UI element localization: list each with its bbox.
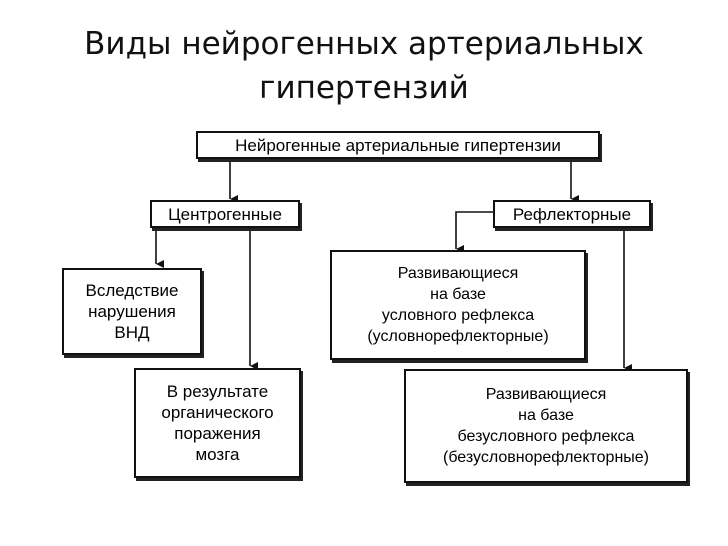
organic-line-4: мозга	[195, 445, 240, 464]
organic-line-3: поражения	[174, 424, 261, 443]
conditioned-line-4: (условнорефлекторные)	[367, 328, 549, 345]
unconditioned-line-2: на базе	[518, 407, 574, 424]
organic-lesion-box: В результате органического поражения моз…	[134, 368, 301, 478]
conditioned-line-3: условного рефлекса	[381, 307, 535, 324]
centrogenic-label: Центрогенные	[168, 204, 282, 224]
slide-title-line-1: Виды нейрогенных артериальных	[84, 26, 644, 62]
arrow-reflex-to-conditioned	[455, 211, 494, 253]
reflex-label: Рефлекторные	[512, 204, 632, 224]
unconditioned-line-4: (безусловнорефлекторные)	[442, 449, 649, 466]
conditioned-line-1: Развивающиеся	[397, 265, 519, 282]
conditioned-reflex-box: Развивающиеся на базе условного рефлекса…	[330, 250, 586, 360]
conditioned-line-2: на базе	[430, 286, 486, 303]
unconditioned-line-3: безусловного рефлекса	[457, 428, 635, 445]
organic-line-1: В результате	[166, 382, 269, 401]
unconditioned-reflex-box: Развивающиеся на базе безусловного рефле…	[404, 369, 688, 483]
vnd-line-3: ВНД	[114, 323, 150, 342]
centrogenic-box: Центрогенные	[150, 200, 300, 228]
vnd-box: Вследствие нарушения ВНД	[62, 268, 202, 355]
unconditioned-line-1: Развивающиеся	[485, 386, 607, 403]
vnd-line-2: нарушения	[88, 302, 176, 321]
reflex-box: Рефлекторные	[493, 200, 651, 228]
organic-line-2: органического	[161, 403, 274, 422]
root-label: Нейрогенные артериальные гипертензии	[235, 135, 561, 155]
slide-title: Виды нейрогенных артериальных гипертензи…	[0, 22, 728, 110]
slide-title-line-2: гипертензий	[259, 70, 469, 106]
vnd-line-1: Вследствие	[85, 281, 179, 300]
root-box: Нейрогенные артериальные гипертензии	[196, 131, 600, 159]
